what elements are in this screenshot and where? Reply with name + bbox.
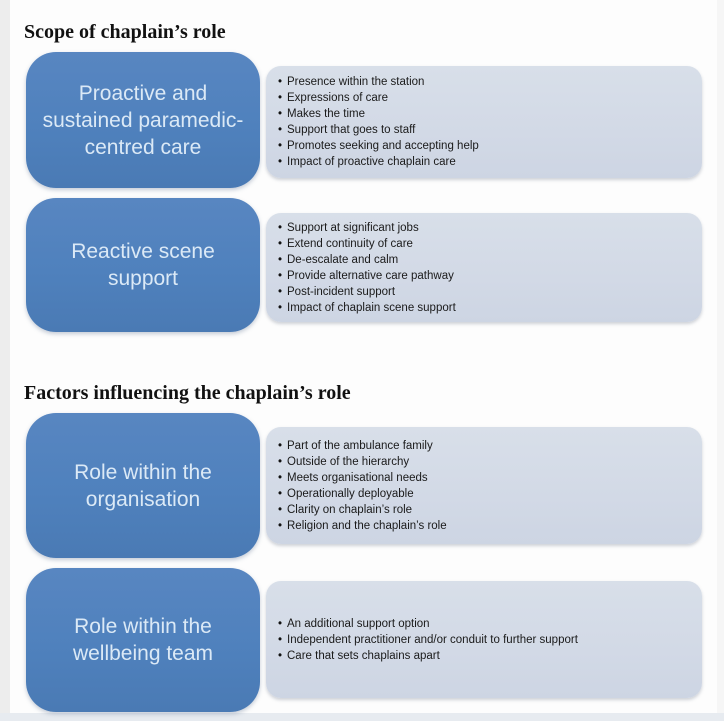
- shape-role-wellbeing-team: Role within the wellbeing team: [26, 568, 260, 712]
- bullet-item: Support at significant jobs: [278, 220, 456, 236]
- bullet-item: Meets organisational needs: [278, 470, 447, 486]
- bullet-item: Provide alternative care pathway: [278, 268, 456, 284]
- bullet-item: Clarity on chaplain’s role: [278, 502, 447, 518]
- shape-reactive-scene-support: Reactive scene support: [26, 198, 260, 332]
- bullet-list: Presence within the station Expressions …: [266, 74, 489, 170]
- bullet-item: Impact of chaplain scene support: [278, 300, 456, 316]
- bullet-item: Post-incident support: [278, 284, 456, 300]
- bullet-panel-role-organisation: Part of the ambulance family Outside of …: [266, 427, 702, 544]
- bullet-panel-role-wellbeing-team: An additional support option Independent…: [266, 581, 702, 698]
- bullet-list: Support at significant jobs Extend conti…: [266, 220, 466, 316]
- page-edge-right: [717, 0, 724, 721]
- bullet-panel-proactive-care: Presence within the station Expressions …: [266, 66, 702, 178]
- bullet-item: Extend continuity of care: [278, 236, 456, 252]
- bullet-item: Promotes seeking and accepting help: [278, 138, 479, 154]
- bullet-item: Presence within the station: [278, 74, 479, 90]
- page-edge-left: [0, 0, 10, 721]
- shape-label: Reactive scene support: [71, 240, 215, 290]
- bullet-item: Impact of proactive chaplain care: [278, 154, 479, 170]
- bullet-item: An additional support option: [278, 616, 578, 632]
- section-heading-factors: Factors influencing the chaplain’s role: [24, 381, 351, 404]
- shape-proactive-care: Proactive and sustained paramedic-centre…: [26, 52, 260, 188]
- bullet-item: Care that sets chaplains apart: [278, 648, 578, 664]
- bullet-list: An additional support option Independent…: [266, 616, 588, 664]
- bullet-panel-reactive-scene-support: Support at significant jobs Extend conti…: [266, 213, 702, 322]
- bullet-item: Support that goes to staff: [278, 122, 479, 138]
- bullet-list: Part of the ambulance family Outside of …: [266, 438, 457, 534]
- shape-label: Proactive and sustained paramedic-centre…: [42, 81, 244, 159]
- bullet-item: Part of the ambulance family: [278, 438, 447, 454]
- bullet-item: Independent practitioner and/or conduit …: [278, 632, 578, 648]
- bullet-item: Operationally deployable: [278, 486, 447, 502]
- bullet-item: Makes the time: [278, 106, 479, 122]
- bullet-item: Outside of the hierarchy: [278, 454, 447, 470]
- section-heading-scope: Scope of chaplain’s role: [24, 20, 226, 43]
- bullet-item: Religion and the chaplain’s role: [278, 518, 447, 534]
- shape-label: Role within the organisation: [74, 460, 212, 511]
- page-edge-bottom: [0, 713, 724, 721]
- bullet-item: De-escalate and calm: [278, 252, 456, 268]
- bullet-item: Expressions of care: [278, 90, 479, 106]
- shape-label: Role within the wellbeing team: [72, 615, 214, 665]
- shape-role-organisation: Role within the organisation: [26, 413, 260, 558]
